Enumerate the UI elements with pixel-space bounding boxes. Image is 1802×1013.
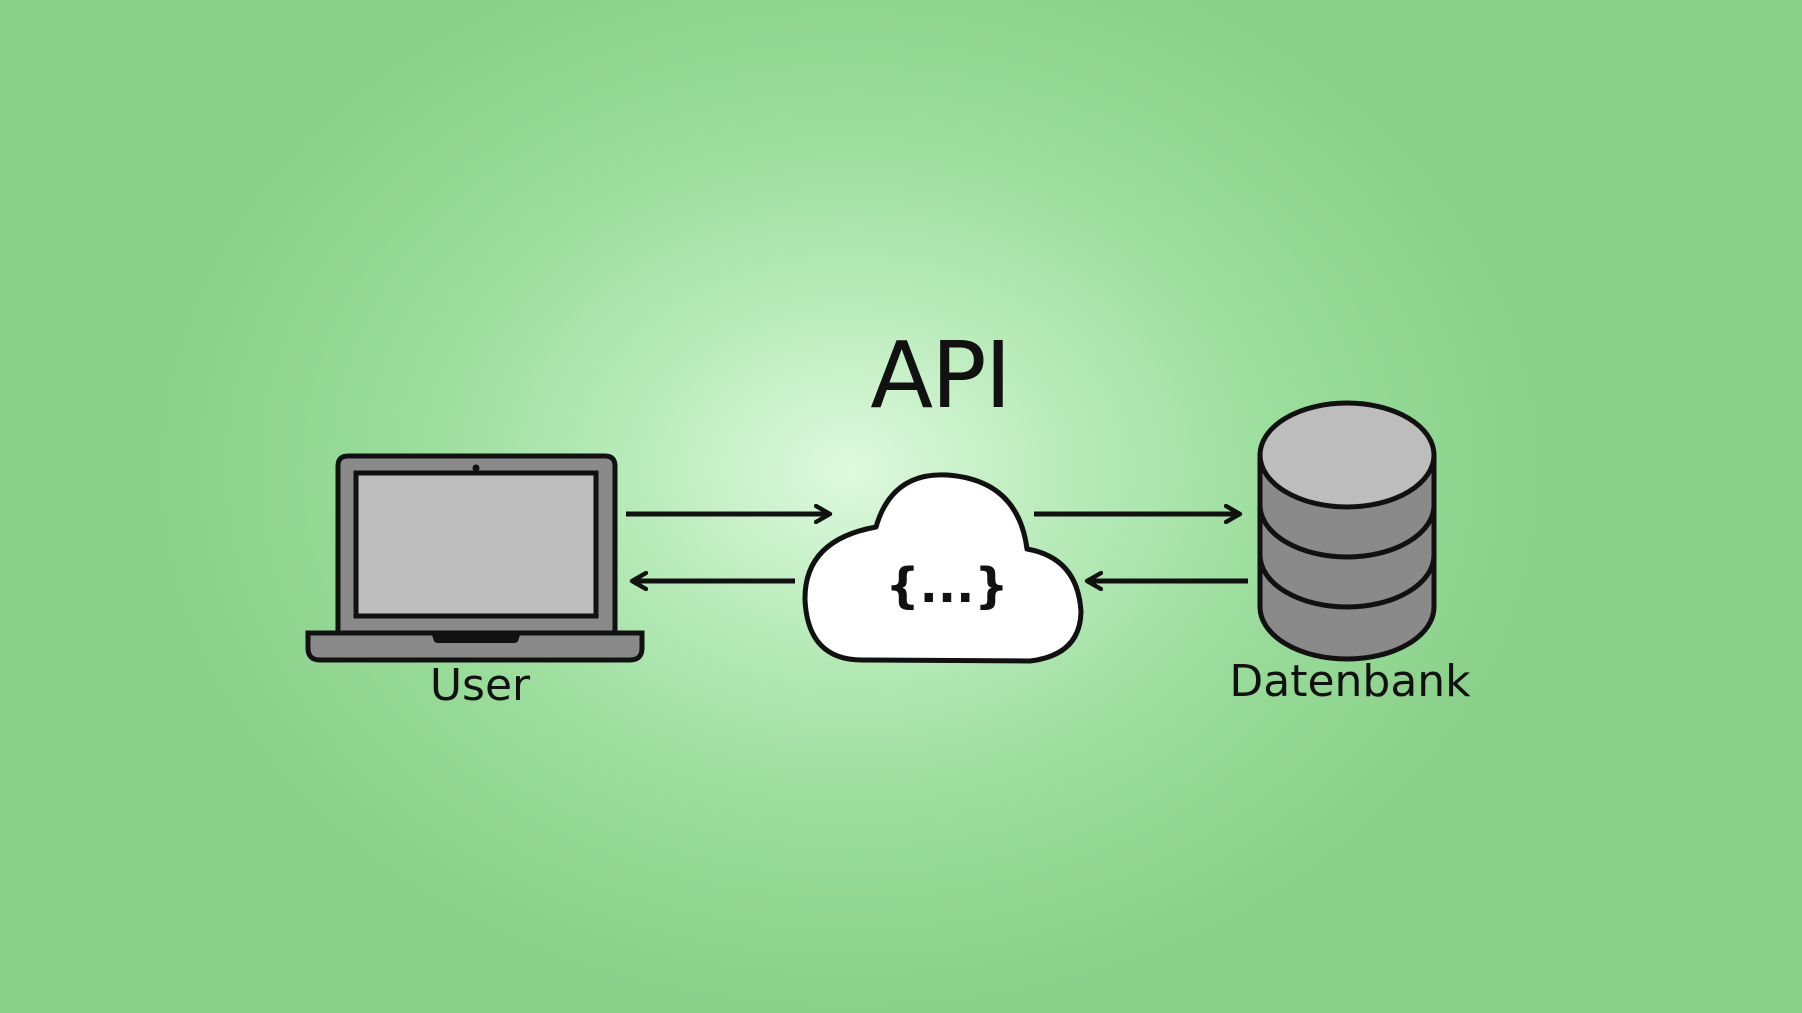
api-braces-label: {...} (885, 558, 1009, 614)
user-label: User (429, 660, 531, 711)
database-label: Datenbank (1229, 656, 1471, 707)
cloud-icon (802, 472, 1084, 664)
database-icon (1257, 400, 1437, 662)
diagram-title: API (870, 322, 1012, 429)
laptop-icon (305, 453, 645, 663)
